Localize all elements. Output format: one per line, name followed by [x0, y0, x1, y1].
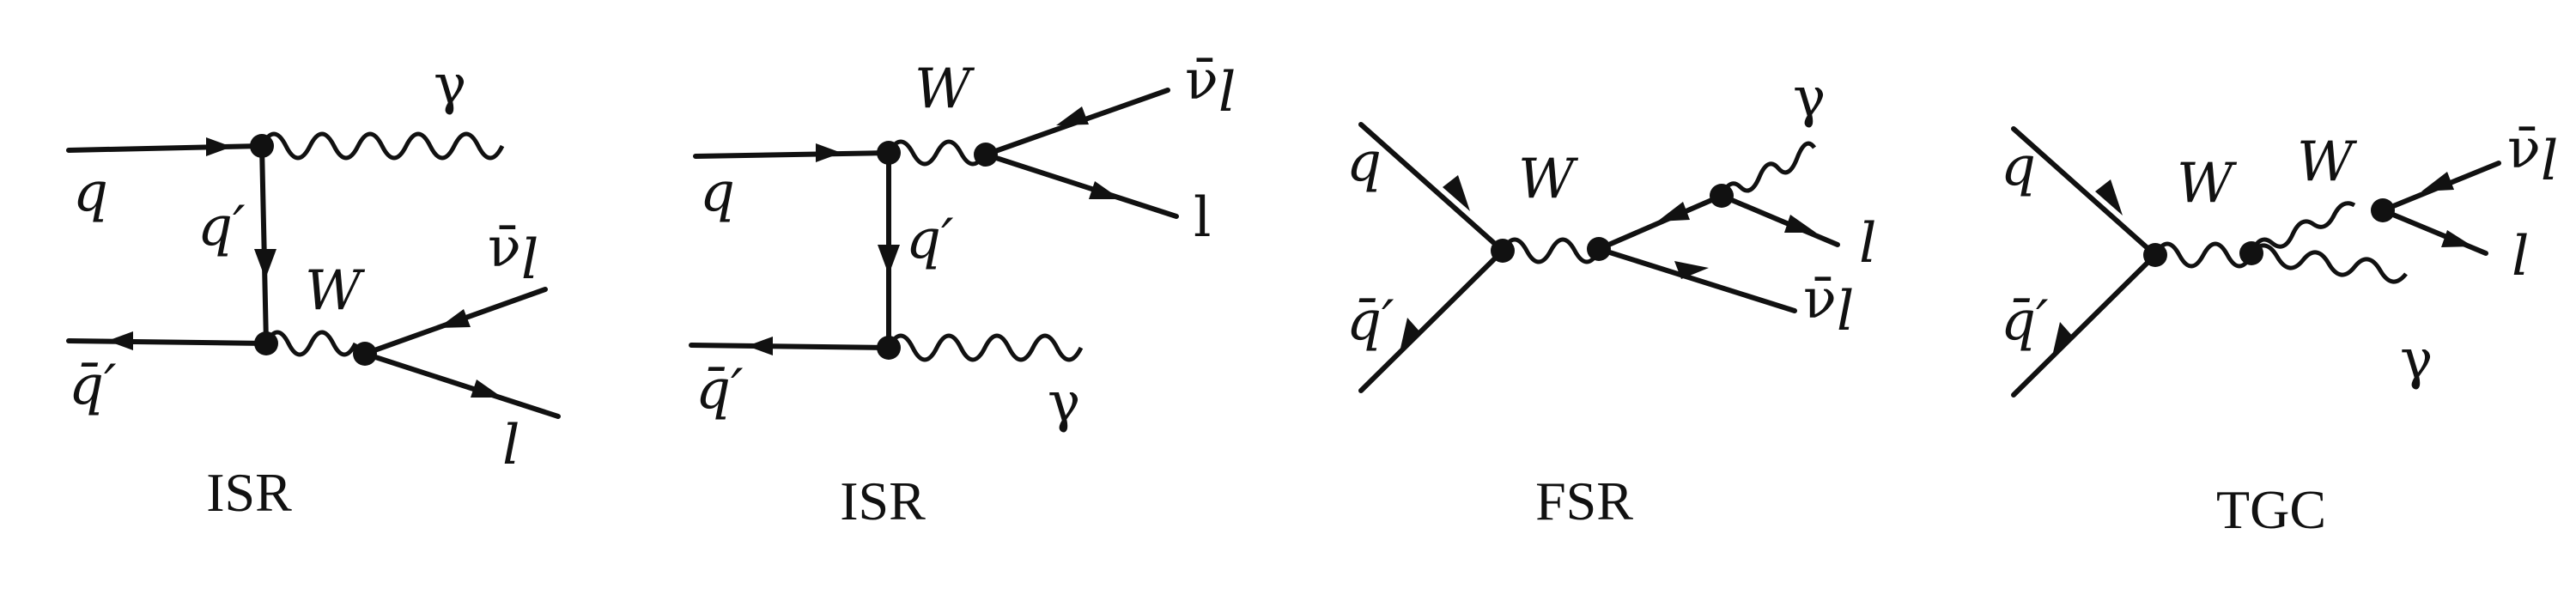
antiquark-line: [1358, 248, 1505, 393]
label-q: q: [700, 161, 735, 224]
vertex: [2239, 241, 2263, 265]
vertex: [353, 342, 377, 366]
photon-line: [1719, 141, 1817, 197]
arrow-lepton-pre: [1657, 202, 1690, 222]
w-boson-line: [886, 139, 987, 167]
quark-line-in: [2011, 126, 2158, 258]
label-w: W: [914, 58, 975, 121]
vertex: [1491, 239, 1515, 263]
arrow-quark-in: [816, 143, 841, 162]
arrow-propagator: [878, 245, 900, 275]
arrow-quark-in: [1443, 175, 1470, 211]
label-lepton: l: [2512, 225, 2529, 288]
propagator-qprime: [259, 143, 269, 346]
label-q: q: [1346, 131, 1382, 194]
arrow-antiquark: [747, 337, 773, 355]
lepton-line: [362, 351, 561, 419]
label-gamma: γ: [1793, 66, 1826, 130]
vertex: [1587, 237, 1611, 261]
diagram-tgc: q q̄′ W W ν̄l l γ TGC: [2001, 118, 2558, 540]
label-lepton: l: [1194, 186, 1211, 250]
label-antineutrino: ν̄l: [1185, 49, 1236, 124]
vertex: [254, 331, 278, 355]
arrow-lepton: [471, 379, 502, 398]
w-boson-line-2: [2249, 201, 2356, 255]
label-lepton: l: [502, 414, 519, 477]
arrow-antineutrino: [438, 309, 471, 328]
w-boson-line-1: [2153, 241, 2254, 269]
arrow-lepton: [1089, 181, 1121, 199]
arrow-antiquark: [2052, 322, 2074, 356]
label-qprime: q′: [906, 208, 954, 271]
vertex: [2143, 243, 2167, 267]
label-q: q: [2001, 135, 2036, 198]
arrow-lepton: [1784, 215, 1816, 233]
arrow-quark-in: [2095, 179, 2123, 216]
label-lepton: l: [1859, 212, 1876, 276]
lepton-line: [1719, 193, 1840, 247]
label-w-2: W: [2297, 131, 2358, 194]
quark-line-in: [66, 143, 264, 153]
w-boson-line: [264, 330, 358, 357]
antineutrino-line: [1596, 246, 1797, 313]
antiquark-line: [66, 338, 269, 346]
caption-fsr: FSR: [1535, 470, 1633, 531]
vertex: [1710, 184, 1734, 208]
photon-line: [259, 131, 505, 161]
label-antineutrino: ν̄l: [488, 216, 538, 292]
w-boson-line: [1500, 237, 1601, 264]
quark-line-in: [1358, 122, 1505, 253]
label-w: W: [305, 259, 366, 323]
antiquark-line: [2011, 252, 2158, 398]
vertex: [250, 134, 274, 158]
vertex: [974, 143, 998, 167]
label-antineutrino: ν̄l: [1803, 268, 1854, 343]
diagram-isr-2: q q′ q̄′ W ν̄l l γ ISR: [689, 49, 1236, 531]
diagram-isr-1: q q′ q̄′ γ W ν̄l l ISR: [66, 53, 561, 523]
arrow-antineutrino: [1674, 261, 1709, 279]
vertex: [877, 141, 901, 165]
label-gamma: γ: [434, 53, 466, 117]
label-qbar-prime: q̄′: [1346, 289, 1394, 353]
arrow-lepton: [2441, 230, 2473, 247]
caption-tgc: TGC: [2216, 479, 2326, 540]
lepton-line: [983, 152, 1179, 219]
arrow-propagator: [254, 249, 276, 279]
arrow-quark-in: [206, 137, 232, 156]
label-gamma: γ: [2400, 328, 2433, 392]
photon-line: [2250, 243, 2408, 284]
label-gamma: γ: [1048, 371, 1080, 434]
label-qprime: q′: [197, 195, 246, 258]
quark-line-in: [693, 150, 891, 159]
arrow-antiquark: [1400, 318, 1421, 352]
vertex: [2371, 198, 2395, 222]
lepton-line: [2380, 208, 2488, 256]
label-q: q: [73, 161, 108, 224]
diagram-fsr: q q̄′ W γ l ν̄l FSR: [1346, 66, 1876, 531]
vertex: [877, 336, 901, 360]
photon-line: [886, 333, 1084, 362]
label-qbar-prime: q̄′: [2001, 289, 2049, 353]
arrow-antineutrino: [1056, 106, 1089, 125]
antiquark-line: [689, 343, 891, 350]
arrow-antineutrino: [2421, 172, 2454, 191]
caption-isr-2: ISR: [840, 470, 926, 531]
label-w: W: [1518, 148, 1579, 211]
label-w-1: W: [2177, 152, 2238, 216]
label-antineutrino: ν̄l: [2507, 118, 2558, 193]
label-qbar-prime: q̄′: [69, 354, 117, 417]
arrow-antiquark: [107, 331, 133, 350]
caption-isr-1: ISR: [206, 462, 292, 523]
lepton-line-pre: [1596, 193, 1724, 252]
label-qbar-prime: q̄′: [696, 358, 744, 422]
